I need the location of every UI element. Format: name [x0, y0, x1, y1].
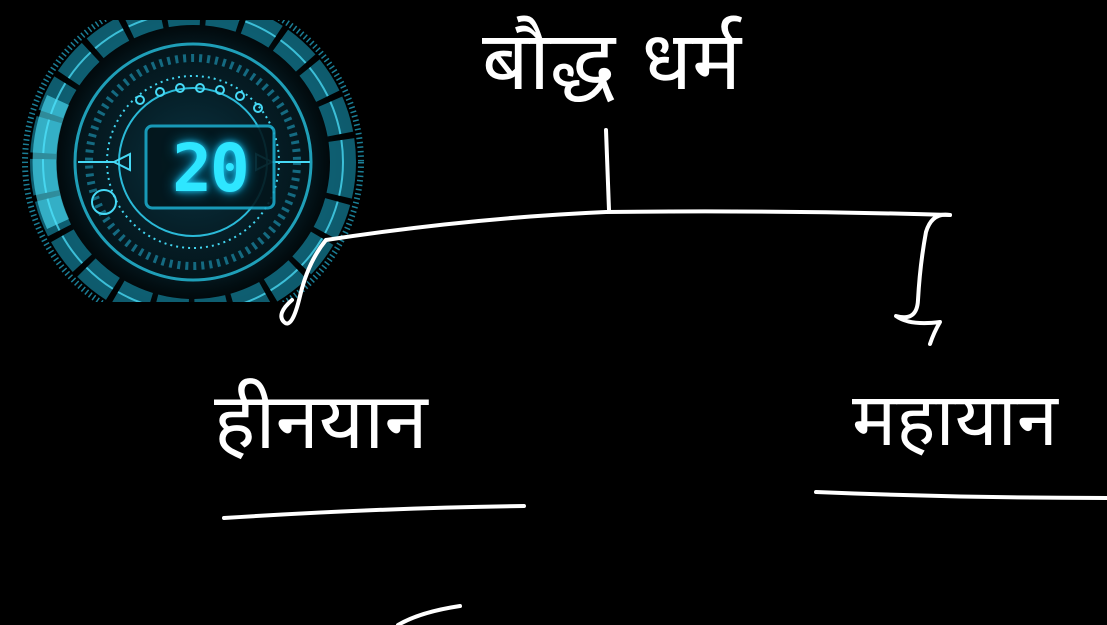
left-underline-stroke: [224, 506, 524, 518]
bottom-partial-stroke: [398, 606, 460, 625]
root-node-label: बौद्ध धर्म: [482, 14, 741, 110]
right-underline-stroke: [816, 492, 1107, 498]
branch-label-right: महायान: [852, 374, 1058, 466]
branch-label-left: हीनयान: [214, 374, 428, 470]
root-connector-stroke: [606, 130, 609, 210]
left-arrow-stroke: [281, 240, 326, 324]
branch-line-stroke: [326, 211, 950, 240]
right-arrow-stroke: [896, 215, 950, 344]
